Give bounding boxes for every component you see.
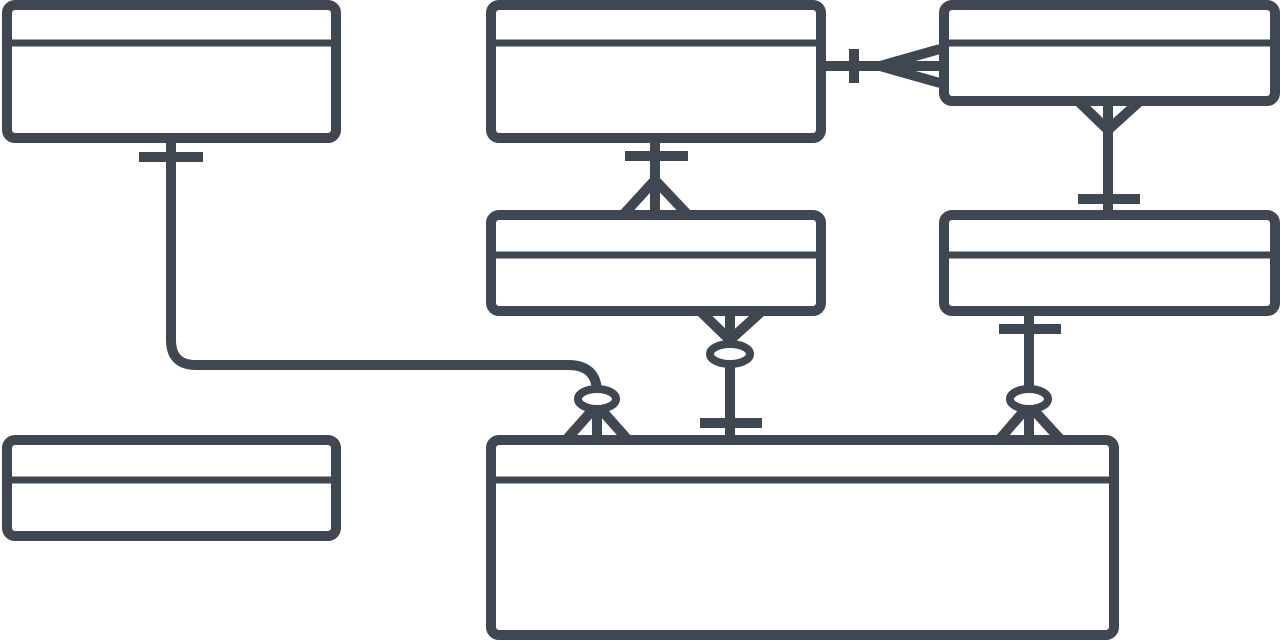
entity-top-left[interactable] [2,0,341,143]
entity-top-center[interactable] [486,0,826,143]
entity-bottom-center[interactable] [486,435,1119,640]
relationship-middle-right-bottom-center[interactable] [995,311,1065,444]
entity-bottom-left[interactable] [2,435,341,541]
entity-middle-center[interactable] [486,210,826,316]
entity-middle-right[interactable] [939,210,1280,316]
relationship-middle-center-bottom-center[interactable] [696,307,766,440]
relationship-top-right-middle-right[interactable] [1074,97,1144,215]
relationship-top-center-top-right[interactable] [825,44,942,88]
zero-ring-icon [706,340,754,368]
relationship-top-center-middle-center[interactable] [619,138,692,219]
entity-top-right[interactable] [939,0,1280,106]
zero-ring-icon [1006,385,1052,413]
zero-ring-icon [574,385,620,413]
relationship-top-left-bottom-center[interactable] [139,138,632,444]
